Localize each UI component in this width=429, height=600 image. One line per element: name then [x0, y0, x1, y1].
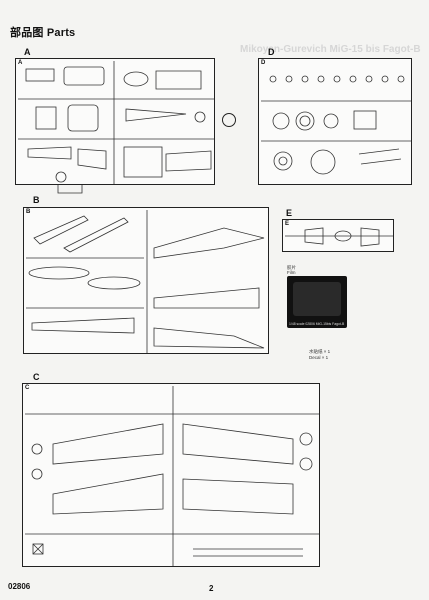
instrument-film: 1/48 scale 02806 MiG-15bis Fagot-B	[287, 276, 347, 328]
sprue-c: C	[22, 383, 320, 567]
sprue-a: A	[15, 58, 215, 185]
sprue-c-parts	[25, 386, 319, 566]
sprue-e: E	[282, 219, 394, 252]
section-letter-d: D	[268, 47, 275, 57]
background-bleed-text: Mikoyan-Gurevich MiG-15 bis Fagot-B	[240, 44, 421, 55]
sprue-tag-e: E	[285, 221, 290, 227]
sprue-tag-d: D	[261, 60, 266, 66]
decal-label-en: Decal × 1	[309, 354, 329, 360]
sprue-tag-a: A	[18, 60, 23, 66]
decal-label-cn: 水贴纸 × 1	[309, 349, 331, 354]
film-caption: 1/48 scale 02806 MiG-15bis Fagot-B	[289, 322, 345, 326]
page-title: 部品图 Parts	[10, 27, 76, 39]
film-label-cn: 胶片	[287, 265, 296, 270]
product-code: 02806	[8, 582, 31, 591]
film-label-en: Film	[287, 270, 296, 275]
section-letter-a: A	[24, 47, 31, 57]
section-letter-b: B	[33, 195, 40, 205]
sprue-tag-c: C	[25, 385, 30, 391]
decal-label: 水贴纸 × 1 Decal × 1	[309, 349, 330, 360]
loose-ring-part	[222, 113, 236, 127]
sprue-b: B	[23, 207, 269, 354]
sprue-d: D	[258, 58, 412, 185]
sprue-e-parts	[285, 227, 393, 247]
section-letter-c: C	[33, 372, 40, 382]
sprue-d-parts	[261, 75, 411, 175]
film-label: 胶片 Film	[287, 265, 296, 275]
page-number: 2	[209, 584, 214, 593]
sprue-a-nozzle	[57, 185, 83, 194]
film-panel	[293, 282, 341, 316]
section-letter-e: E	[286, 208, 293, 218]
sprue-a-parts	[18, 61, 214, 184]
sprue-b-parts	[26, 210, 265, 353]
sprue-tag-b: B	[26, 209, 31, 215]
